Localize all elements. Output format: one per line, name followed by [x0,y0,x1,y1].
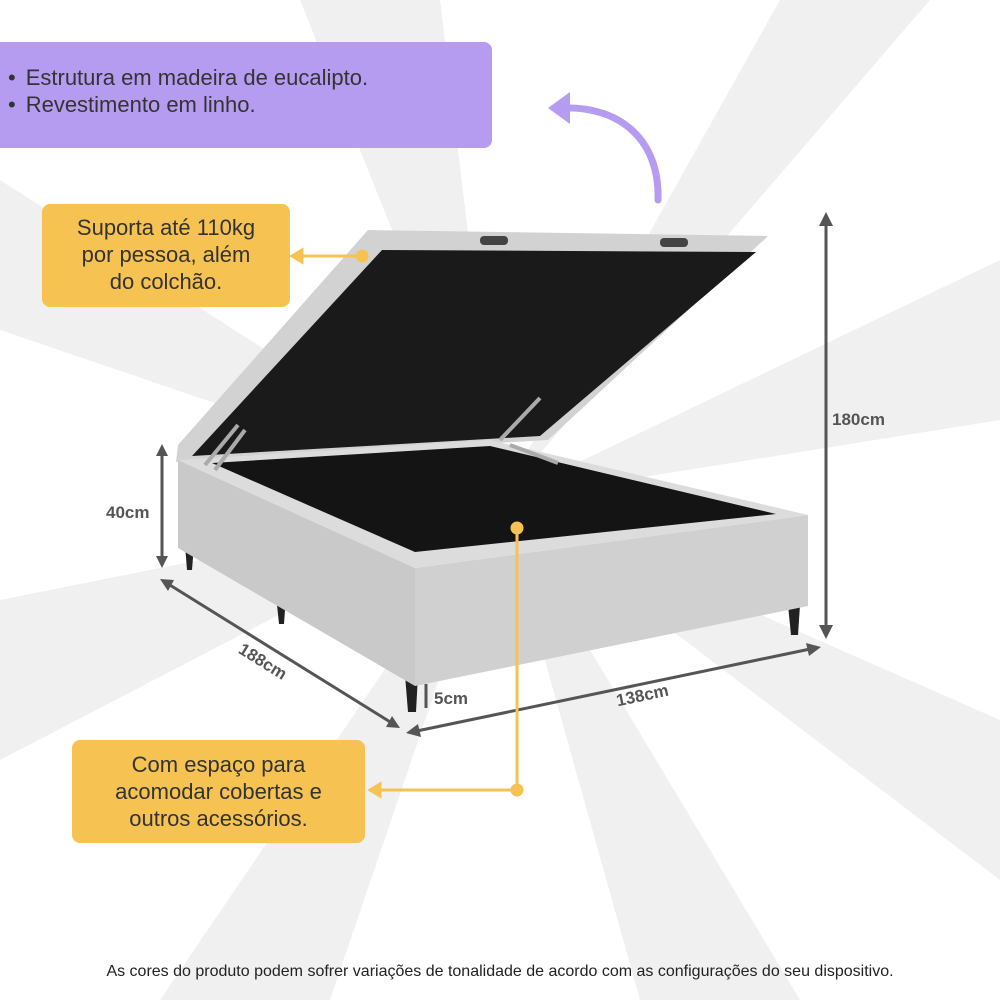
callout-line: acomodar cobertas e [115,779,322,804]
callout-line: por pessoa, além [81,242,251,267]
gas-pistons [203,396,559,472]
base-front [415,515,808,686]
dimension-lines [160,218,828,734]
bullet: • [8,92,16,117]
feature-item: Revestimento em linho. [25,92,256,117]
callout-line: do colchão. [109,269,223,294]
dimension-height-open: 180cm [832,410,885,429]
callout-line: outros acessórios. [129,806,308,831]
purple-arrow [556,104,662,204]
storage-interior [212,446,776,552]
bullet: • [8,65,16,90]
support-callout: Suporta até 110kg por pessoa, além do co… [42,204,290,307]
feature-item: Estrutura em madeira de eucalipto. [25,65,369,90]
lid-underside [192,250,756,456]
callout-line: Com espaço para [131,752,306,777]
dimension-base-height: 40cm [106,503,150,522]
storage-callout: Com espaço para acomodar cobertas e outr… [72,740,365,843]
disclaimer-footer: As cores do produto podem sofrer variaçõ… [106,963,894,980]
features-box: • Estrutura em madeira de eucalipto. • Rev… [0,42,492,148]
callout-line: Suporta até 110kg [76,215,256,240]
dimension-leg-height: 5cm [434,689,469,708]
base-side [178,460,415,686]
